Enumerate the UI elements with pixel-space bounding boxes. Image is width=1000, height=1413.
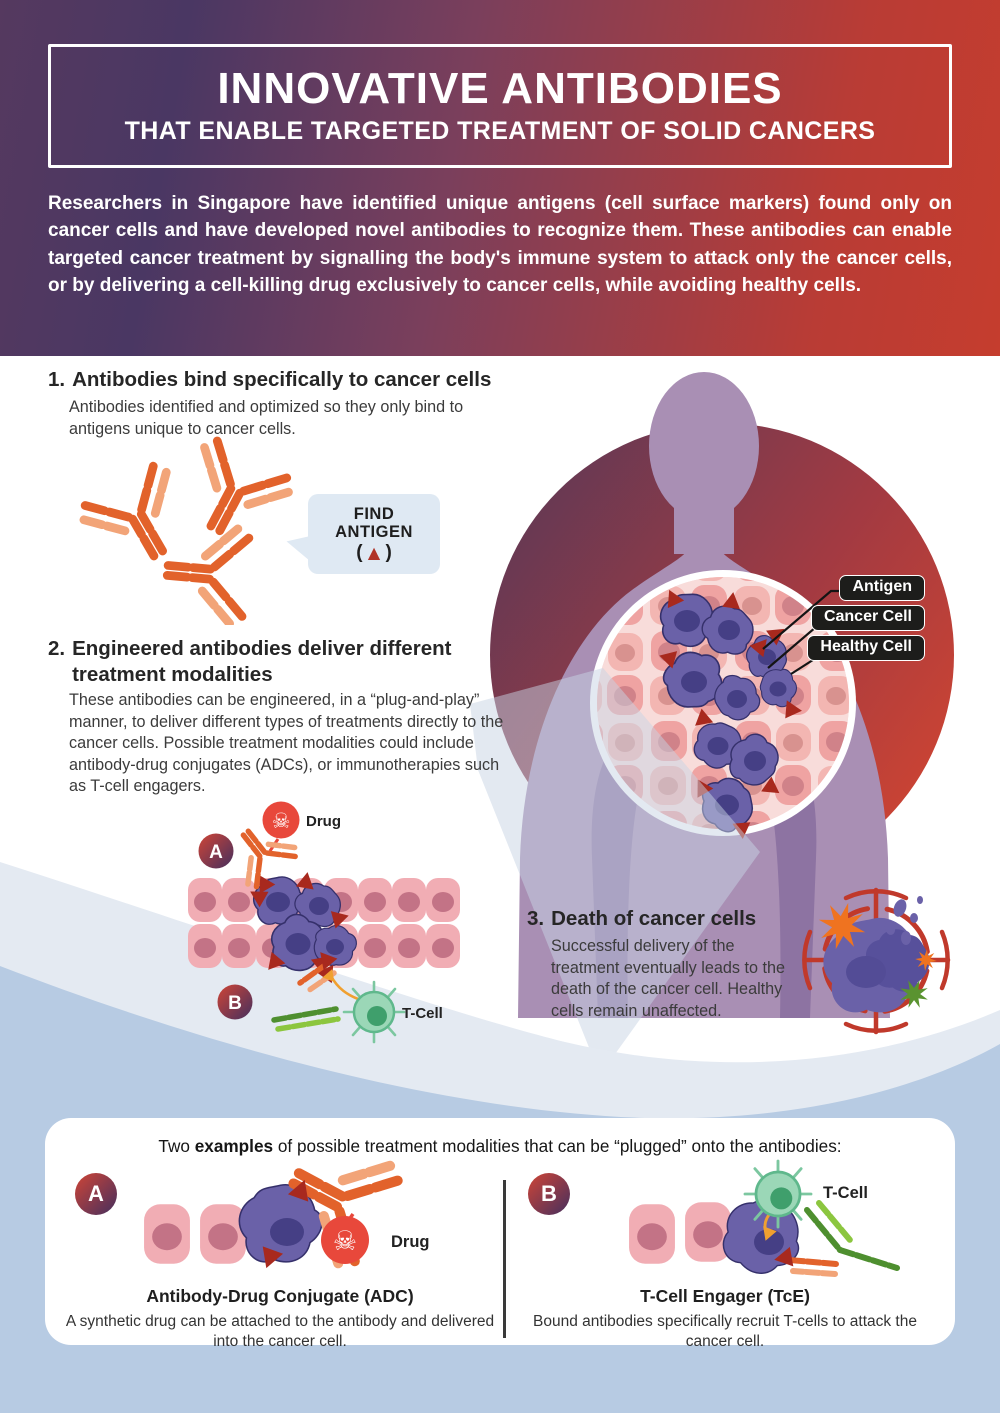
- cancer-death-target-icon: [802, 887, 951, 1035]
- callout-tail: [284, 532, 312, 560]
- drug-label: Drug: [391, 1233, 430, 1251]
- antibody-trio-illustration: [70, 430, 320, 625]
- section-2-number: 2.: [48, 637, 66, 660]
- engager-tether: [329, 975, 359, 1001]
- example-b: B T-Cell T-Cell Engager (Tc: [515, 1118, 935, 1350]
- badge-a-letter: A: [209, 842, 223, 863]
- adc-illustration: ☠ Drug: [144, 1152, 430, 1278]
- intro-paragraph: Researchers in Singapore have identified…: [48, 193, 952, 297]
- section-1-body: Antibodies identified and optimized so t…: [69, 398, 464, 438]
- treatment-modalities-diagram: ☠ Drug A T-Cell B: [188, 801, 460, 1044]
- open-paren: (: [356, 541, 363, 563]
- badge-b-letter: B: [228, 993, 242, 1014]
- section-3-body: Successful delivery of the treatment eve…: [551, 937, 785, 1020]
- drug-label: Drug: [306, 813, 341, 830]
- example-a-body: A synthetic drug can be attached to the …: [65, 1313, 495, 1351]
- example-b-body: Bound antibodies specifically recruit T-…: [533, 1313, 917, 1351]
- section-2-body: These antibodies can be engineered, in a…: [69, 691, 504, 796]
- antigen-triangle-icon: ▲: [367, 542, 381, 562]
- tcell-label: T-Cell: [823, 1184, 868, 1202]
- example-a: A ☠ Drug Antibody-Drug Conjugate (ADC) A…: [65, 1118, 495, 1350]
- section-3-title: Death of cancer cells: [551, 907, 757, 930]
- section-3-number: 3.: [527, 907, 545, 930]
- panel-divider: [503, 1180, 506, 1338]
- section-1-heading: 1. Antibodies bind specifically to cance…: [48, 367, 491, 393]
- skull-icon: ☠: [333, 1226, 357, 1257]
- page-subtitle: THAT ENABLE TARGETED TREATMENT OF SOLID …: [124, 116, 876, 145]
- examples-panel: Two examples of possible treatment modal…: [45, 1118, 955, 1350]
- example-b-title: T-Cell Engager (TcE): [640, 1286, 810, 1306]
- drug-skull-circle: [262, 801, 300, 839]
- healthy-cell-label-chip: Healthy Cell: [807, 635, 925, 661]
- close-paren: ): [385, 541, 392, 563]
- section-2-heading: 2. Engineered antibodies deliver differe…: [48, 636, 457, 687]
- cancer-cell-label-chip: Cancer Cell: [810, 605, 925, 631]
- cell-nucleus: [846, 956, 886, 988]
- section-1-number: 1.: [48, 368, 66, 391]
- page-title: INNOVATIVE ANTIBODIES: [217, 64, 783, 114]
- tce-antibody-icon: [786, 1200, 900, 1277]
- section-3-heading: 3. Death of cancer cells: [527, 906, 756, 932]
- callout-line1: FIND: [353, 504, 395, 523]
- tcell-icon: [342, 980, 406, 1044]
- antibody-icon: [75, 459, 202, 578]
- find-antigen-callout: FIND ANTIGEN ( ▲ ): [284, 494, 440, 574]
- antigen-label-chip: Antigen: [839, 575, 925, 601]
- callout-line3: ( ▲ ): [356, 542, 392, 563]
- header-banner: INNOVATIVE ANTIBODIES THAT ENABLE TARGET…: [0, 0, 1000, 356]
- example-a-title: Antibody-Drug Conjugate (ADC): [146, 1286, 414, 1306]
- antibody-icon: [163, 521, 251, 625]
- skull-icon: ☠: [272, 809, 291, 833]
- tce-illustration: T-Cell: [629, 1159, 900, 1278]
- title-box: INNOVATIVE ANTIBODIES THAT ENABLE TARGET…: [48, 44, 952, 168]
- callout-line2: ANTIGEN: [335, 523, 413, 542]
- section-2-title: Engineered antibodies deliver different …: [72, 637, 452, 686]
- section-1-title: Antibodies bind specifically to cancer c…: [72, 368, 492, 391]
- badge-a-circle: [198, 833, 234, 869]
- tcell-label: T-Cell: [402, 1005, 443, 1022]
